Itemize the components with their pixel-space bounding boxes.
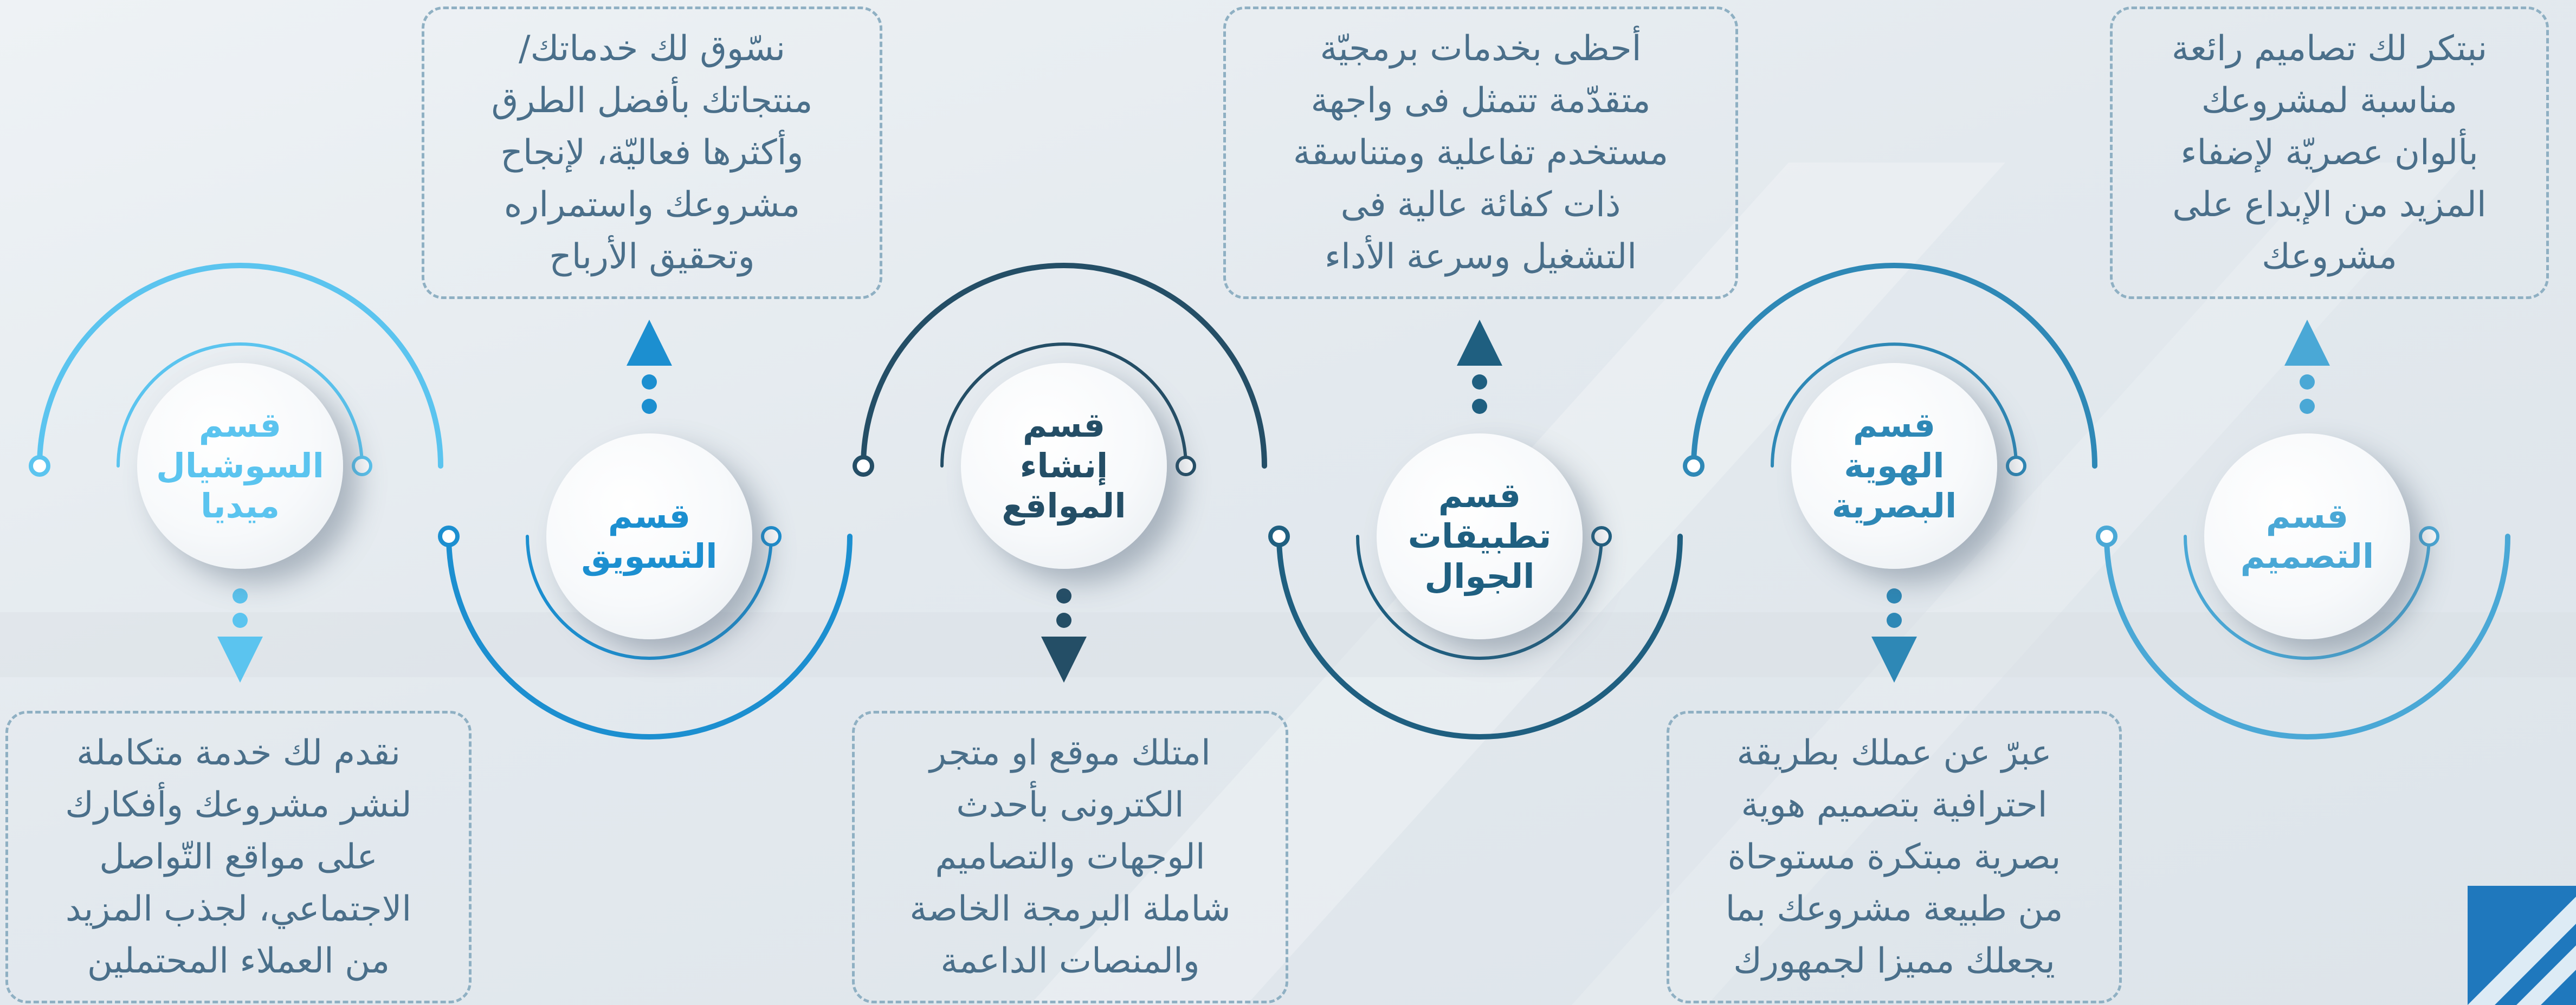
web-description-box: امتلك موقع او متجر الكترونى بأحدث الوجها… (852, 711, 1288, 1003)
marketing-dot-1 (642, 399, 657, 414)
design-title: قسم التصميم (2240, 496, 2374, 576)
web-inner-end-ring (1176, 456, 1196, 476)
marketing-description: نسّوق لك خدماتك/ منتجاتك بأفضل الطرق وأك… (491, 29, 813, 277)
design-circle: قسم التصميم (2204, 433, 2410, 639)
marketing-arrow-icon (627, 320, 672, 366)
web-outer-end-ring (853, 455, 874, 477)
mobile-dot-2 (1472, 374, 1487, 390)
mobile-description-box: أحظى بخدمات برمجيّة متقدّمة تتمثل فى واج… (1223, 7, 1738, 299)
mobile-outer-end-ring (1268, 526, 1290, 547)
web-dot-1 (1056, 588, 1071, 604)
identity-title: قسم الهوية البصرية (1831, 405, 1957, 526)
marketing-circle: قسم التسويق (546, 433, 752, 639)
web-title: قسم إنشاء المواقع (1002, 405, 1126, 526)
design-outer-arc (2104, 534, 2510, 740)
web-arrow-icon (1041, 637, 1087, 683)
mobile-dot-1 (1472, 399, 1487, 414)
design-description: نبتكر لك تصاميم رائعة مناسبة لمشروعك بأل… (2171, 29, 2488, 277)
design-inner-end-ring (2419, 526, 2439, 547)
identity-dot-1 (1887, 588, 1902, 604)
mobile-arrow-icon (1457, 320, 1502, 366)
identity-outer-end-ring (1683, 455, 1705, 477)
design-dot-1 (2300, 399, 2315, 414)
mobile-inner-arc (1356, 535, 1603, 660)
web-outer-arc (861, 263, 1267, 469)
identity-arrow-icon (1871, 637, 1917, 683)
marketing-outer-end-ring (438, 526, 460, 547)
social-outer-arc (37, 263, 443, 469)
social-dot-1 (233, 588, 248, 604)
design-dot-2 (2300, 374, 2315, 390)
identity-inner-end-ring (2006, 456, 2026, 476)
marketing-description-box: نسّوق لك خدماتك/ منتجاتك بأفضل الطرق وأك… (422, 7, 882, 299)
marketing-outer-arc (446, 534, 853, 740)
social-arrow-icon (217, 637, 263, 683)
social-inner-end-ring (352, 456, 372, 476)
marketing-dot-2 (642, 374, 657, 390)
marketing-inner-end-ring (761, 526, 782, 547)
marketing-title: قسم التسويق (581, 496, 718, 576)
identity-circle: قسم الهوية البصرية (1791, 363, 1997, 569)
social-outer-end-ring (29, 455, 50, 477)
identity-outer-arc (1691, 263, 2097, 469)
identity-dot-2 (1887, 613, 1902, 628)
mobile-description: أحظى بخدمات برمجيّة متقدّمة تتمثل فى واج… (1293, 29, 1669, 277)
identity-description-box: عبرّ عن عملك بطريقة احترافية بتصميم هوية… (1667, 711, 2122, 1003)
marketing-inner-arc (526, 535, 773, 660)
design-inner-arc (2184, 535, 2431, 660)
social-description: نقدم لك خدمة متكاملة لنشر مشروعك وأفكارك… (65, 733, 412, 981)
mobile-outer-arc (1276, 534, 1683, 740)
social-circle: قسم السوشيال ميديا (137, 363, 343, 569)
mobile-inner-end-ring (1591, 526, 1612, 547)
identity-inner-arc (1771, 342, 2018, 468)
mobile-title: قسم تطبيقات الجوال (1408, 476, 1552, 596)
web-inner-arc (940, 342, 1187, 468)
design-description-box: نبتكر لك تصاميم رائعة مناسبة لمشروعك بأل… (2110, 7, 2549, 299)
web-circle: قسم إنشاء المواقع (961, 363, 1167, 569)
web-dot-2 (1056, 613, 1071, 628)
identity-description: عبرّ عن عملك بطريقة احترافية بتصميم هوية… (1725, 733, 2063, 981)
mobile-circle: قسم تطبيقات الجوال (1377, 433, 1583, 639)
design-outer-end-ring (2096, 526, 2117, 547)
social-description-box: نقدم لك خدمة متكاملة لنشر مشروعك وأفكارك… (5, 711, 472, 1003)
social-dot-2 (233, 613, 248, 628)
design-arrow-icon (2284, 320, 2330, 366)
social-title: قسم السوشيال ميديا (156, 405, 324, 526)
logo-mark-icon (2468, 886, 2576, 1005)
social-inner-arc (117, 342, 364, 468)
web-description: امتلك موقع او متجر الكترونى بأحدث الوجها… (909, 733, 1231, 981)
